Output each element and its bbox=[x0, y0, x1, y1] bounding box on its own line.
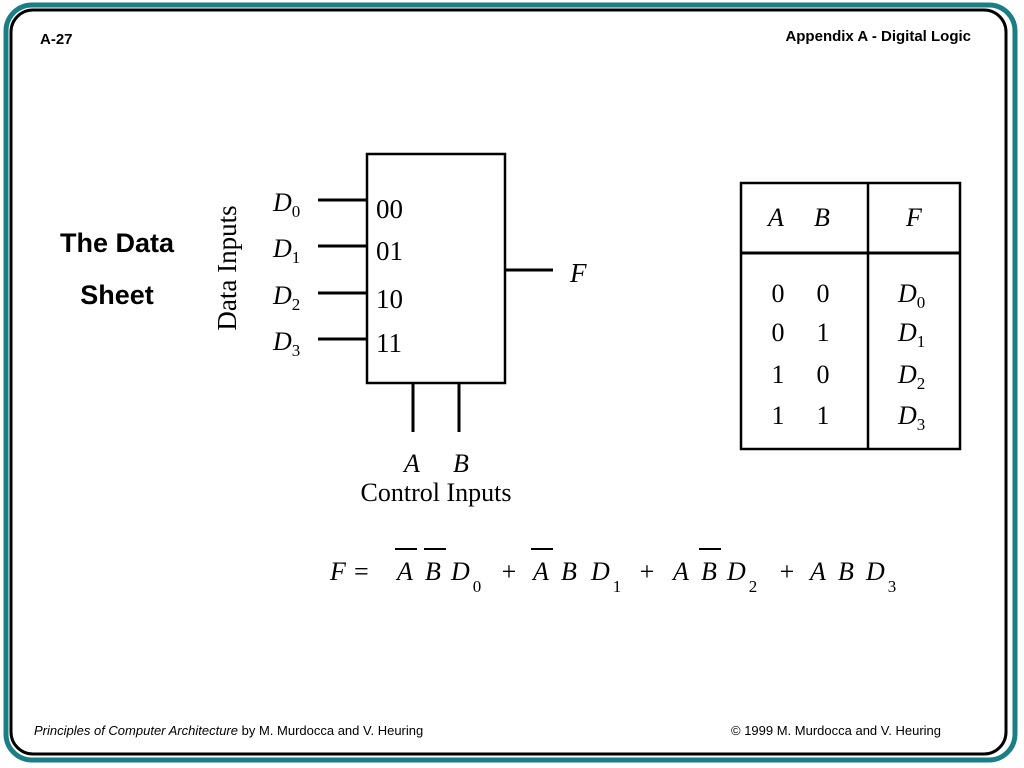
equation-plus-3: + bbox=[780, 557, 795, 586]
data-inputs-label: Data Inputs bbox=[212, 205, 242, 330]
input-label-d2: D2 bbox=[272, 281, 300, 314]
boolean-equation: F = A B D0 + A B D1 + A B D2 + A B D3 bbox=[329, 548, 896, 596]
truth-table-cell-b: 1 bbox=[817, 318, 830, 347]
input-label-d3: D3 bbox=[272, 327, 300, 360]
equation-plus-2: + bbox=[640, 557, 655, 586]
select-code-00: 00 bbox=[376, 194, 403, 224]
equation-term4-b: B bbox=[838, 557, 854, 586]
control-label-b: B bbox=[453, 449, 469, 478]
equation-term4-d: D3 bbox=[865, 557, 896, 596]
chapter-title: Appendix A - Digital Logic bbox=[785, 28, 971, 45]
truth-table-row: 0 1 D1 bbox=[772, 318, 926, 351]
truth-table-header-f: F bbox=[905, 203, 923, 232]
truth-table-header-b: B bbox=[814, 203, 830, 232]
control-label-a: A bbox=[402, 449, 420, 478]
truth-table-row: 0 0 D0 bbox=[772, 279, 926, 312]
slide-title-line1: The Data bbox=[60, 228, 175, 258]
truth-table-cell-f: D1 bbox=[897, 318, 925, 351]
truth-table-row: 1 0 D2 bbox=[772, 360, 926, 393]
slide-frame-outer bbox=[3, 2, 1018, 763]
output-label: F bbox=[569, 258, 587, 288]
equation-term3-a: A bbox=[671, 557, 689, 586]
equation-term1-b: B bbox=[425, 557, 441, 586]
equation-term1-d: D0 bbox=[450, 557, 481, 596]
equation-term3-b: B bbox=[701, 557, 717, 586]
equation-term1-a: A bbox=[395, 557, 413, 586]
truth-table-cell-f: D0 bbox=[897, 279, 925, 312]
multiplexer-diagram: Data Inputs D0 D1 D2 D3 00 01 10 11 F A … bbox=[212, 152, 587, 507]
footer-copyright: © 1999 M. Murdocca and V. Heuring bbox=[731, 723, 941, 738]
equation-term2-a: A bbox=[531, 557, 549, 586]
slide-title-line2: Sheet bbox=[80, 280, 154, 310]
input-label-d0: D0 bbox=[272, 188, 300, 221]
select-code-10: 10 bbox=[376, 284, 403, 314]
control-inputs-label: Control Inputs bbox=[361, 478, 512, 507]
equation-term2-d: D1 bbox=[590, 557, 621, 596]
truth-table-cell-b: 0 bbox=[817, 279, 830, 308]
select-code-11: 11 bbox=[376, 328, 402, 358]
truth-table-cell-a: 0 bbox=[772, 279, 785, 308]
truth-table-border bbox=[739, 181, 962, 451]
truth-table: A B F 0 0 D0 0 1 D1 1 0 D2 1 1 D3 bbox=[739, 181, 962, 451]
truth-table-header-a: A bbox=[766, 203, 784, 232]
truth-table-cell-a: 0 bbox=[772, 318, 785, 347]
equation-term2-b: B bbox=[561, 557, 577, 586]
truth-table-cell-f: D3 bbox=[897, 401, 925, 434]
truth-table-row: 1 1 D3 bbox=[772, 401, 926, 434]
equation-term3-d: D2 bbox=[726, 557, 757, 596]
page-number: A-27 bbox=[40, 31, 73, 48]
equation-lhs: F = bbox=[329, 557, 370, 586]
equation-plus-1: + bbox=[502, 557, 517, 586]
truth-table-cell-f: D2 bbox=[897, 360, 925, 393]
slide-frame-inner bbox=[9, 8, 1008, 756]
truth-table-cell-a: 1 bbox=[772, 401, 785, 430]
truth-table-cell-a: 1 bbox=[772, 360, 785, 389]
select-code-01: 01 bbox=[376, 236, 403, 266]
footer-citation: Principles of Computer Architecture by M… bbox=[34, 723, 423, 738]
truth-table-cell-b: 1 bbox=[817, 401, 830, 430]
equation-term4-a: A bbox=[808, 557, 826, 586]
truth-table-cell-b: 0 bbox=[817, 360, 830, 389]
input-label-d1: D1 bbox=[272, 234, 300, 267]
